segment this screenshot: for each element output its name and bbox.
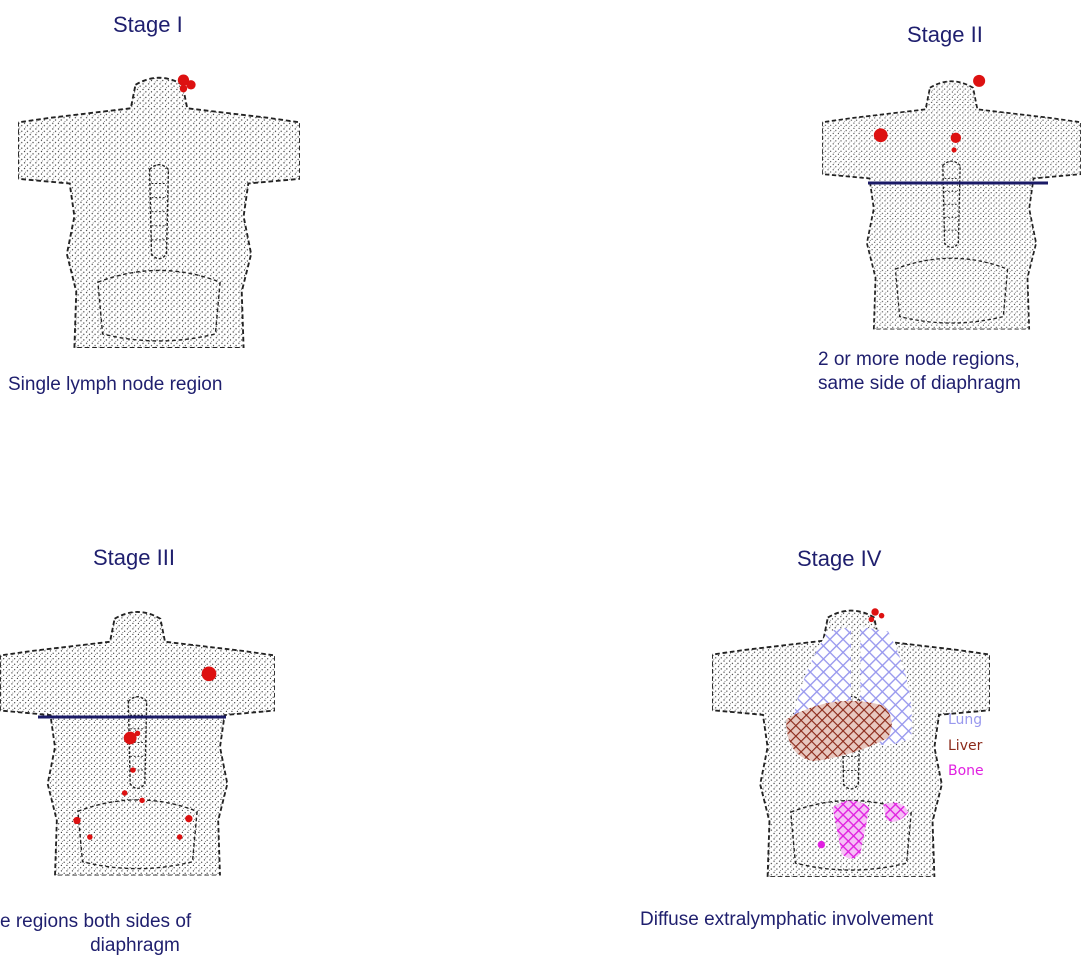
legend-liver: Liver bbox=[948, 738, 982, 754]
stage-3-caption: e regions both sides of diaphragm bbox=[0, 910, 270, 958]
stage-3-caption-line: e regions both sides of bbox=[0, 910, 270, 934]
stage-3-node bbox=[185, 815, 192, 822]
stage-4-caption: Diffuse extralymphatic involvement bbox=[640, 908, 933, 932]
stage-1-node bbox=[180, 85, 188, 93]
stage-3-node bbox=[130, 767, 136, 773]
stage-3-node bbox=[202, 667, 217, 682]
stage-2-caption-line: 2 or more node regions, bbox=[818, 348, 1021, 372]
stage-4-caption-line: Diffuse extralymphatic involvement bbox=[640, 908, 933, 932]
stage-3-caption-line: diaphragm bbox=[0, 934, 270, 958]
stage-3-node bbox=[124, 732, 137, 745]
stage-2-caption: 2 or more node regions, same side of dia… bbox=[818, 348, 1021, 396]
stage-1-caption-line: Single lymph node region bbox=[8, 373, 222, 397]
stage-3-node bbox=[87, 834, 93, 840]
stage-3-torso bbox=[0, 588, 275, 888]
stage-1-torso bbox=[18, 62, 300, 352]
stage-4-node bbox=[869, 617, 875, 623]
stage-2-torso bbox=[822, 62, 1081, 338]
stage-3-node bbox=[135, 731, 141, 737]
stage-2-title: Stage II bbox=[907, 22, 983, 48]
stage-3-diaphragm-line bbox=[38, 714, 228, 722]
stage-3-node bbox=[177, 834, 183, 840]
stage-4-title: Stage IV bbox=[797, 546, 881, 572]
stage-2-diaphragm-line bbox=[868, 180, 1048, 188]
stage-3-title: Stage III bbox=[93, 545, 175, 571]
stage-3-node bbox=[139, 798, 145, 804]
stage-3-node bbox=[73, 817, 80, 824]
stage-3-node bbox=[122, 790, 128, 796]
bone-small bbox=[818, 841, 825, 848]
legend-bone: Bone bbox=[948, 763, 984, 779]
stage-1-title: Stage I bbox=[113, 12, 183, 38]
stage-1-caption: Single lymph node region bbox=[8, 373, 222, 397]
stage-2-node bbox=[874, 128, 888, 142]
stage-1-node bbox=[186, 80, 195, 89]
stage-2-node bbox=[951, 133, 961, 143]
stage-4-node bbox=[871, 608, 878, 615]
stage-2-node bbox=[952, 147, 957, 152]
legend-lung: Lung bbox=[948, 712, 982, 728]
stage-4-node bbox=[879, 613, 885, 619]
stage-2-caption-line: same side of diaphragm bbox=[818, 372, 1021, 396]
stage-2-node bbox=[973, 75, 985, 87]
